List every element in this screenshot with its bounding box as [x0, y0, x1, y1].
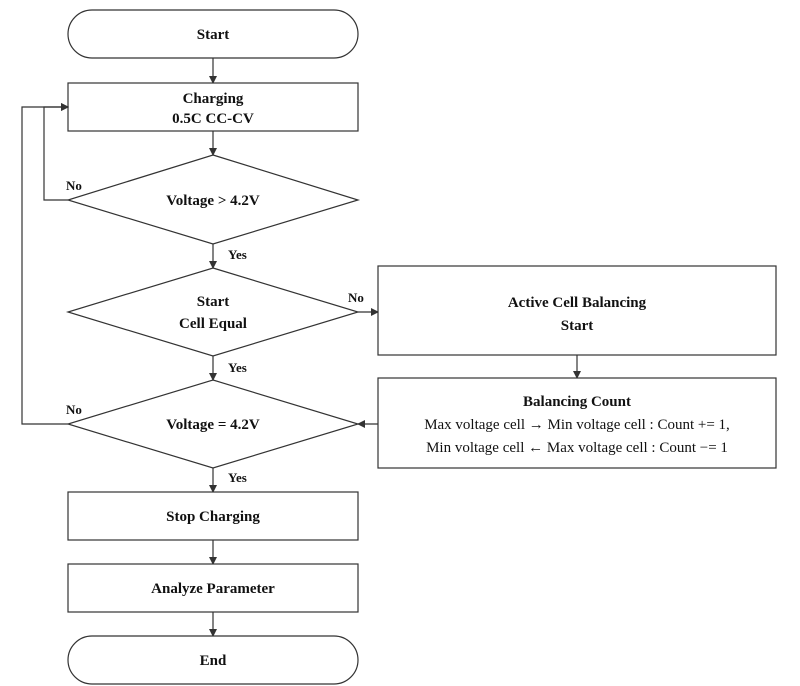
balancing-count-box — [377, 377, 777, 469]
charging-text-line1: Charging — [183, 91, 244, 107]
no-label-cell-equal: No — [348, 290, 364, 305]
charging-box — [67, 82, 359, 132]
active-balancing-text-line2: Start — [561, 318, 594, 334]
cell-equal-text-line2: Cell Equal — [179, 316, 247, 332]
balancing-count-title: Balancing Count — [523, 394, 631, 410]
stop-charging-text: Stop Charging — [166, 509, 260, 525]
end-text: End — [200, 653, 227, 669]
yes-label-cell-equal: Yes — [228, 360, 247, 375]
yes-label-voltage-equal: Yes — [228, 470, 247, 485]
balancing-count-line1: Max voltage cell → Min voltage cell : Co… — [424, 417, 730, 433]
cell-equal-text-line1: Start — [197, 294, 230, 310]
no-label-voltage-over: No — [66, 178, 82, 193]
no-loop-voltage-over — [43, 103, 69, 201]
balancing-count-line2: Min voltage cell ← Max voltage cell : Co… — [426, 440, 728, 456]
end-terminal — [67, 635, 359, 685]
stop-charging-box — [67, 491, 359, 541]
analyze-parameter-box — [67, 563, 359, 613]
start-text: Start — [197, 27, 230, 43]
cell-equal-decision — [65, 267, 361, 357]
voltage-equal-text: Voltage = 4.2V — [166, 417, 260, 433]
voltage-over-text: Voltage > 4.2V — [166, 193, 260, 209]
charging-text-line2: 0.5C CC-CV — [172, 111, 254, 127]
active-balancing-text-line1: Active Cell Balancing — [508, 295, 647, 311]
yes-label-voltage-over: Yes — [228, 247, 247, 262]
no-loop-voltage-equal — [21, 103, 69, 425]
no-label-voltage-equal: No — [66, 402, 82, 417]
analyze-parameter-text: Analyze Parameter — [151, 581, 275, 597]
